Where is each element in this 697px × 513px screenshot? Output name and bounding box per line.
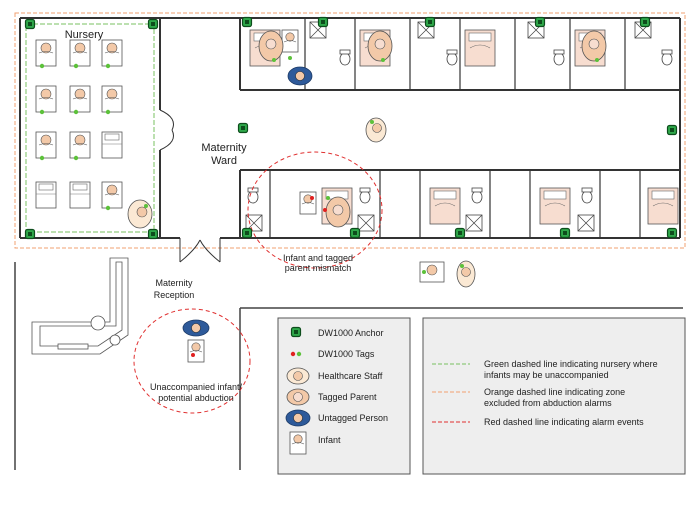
legend-label-infant: Infant: [318, 435, 341, 445]
reception-desk: [31, 257, 129, 355]
legend-label-anchor: DW1000 Anchor: [318, 328, 384, 338]
ward-entry-door: [179, 238, 221, 263]
reception-label-line2: Reception: [154, 290, 195, 300]
ward-label-line2: Ward: [211, 155, 237, 167]
excluded-zone-boundary: [14, 12, 686, 249]
ward-label-line1: Maternity: [201, 142, 247, 154]
mismatch-label-line1: Infant and tagged: [283, 253, 353, 263]
mismatch-alarm-circle: [247, 151, 383, 269]
nursery-zone-boundary: [25, 23, 155, 233]
abduction-alarm-circle: [133, 308, 251, 414]
legend-label-tags: DW1000 Tags: [318, 349, 375, 359]
abduction-label-line1: Unaccompanied infant/: [150, 382, 243, 392]
tags-icon: [290, 351, 302, 357]
bottom-patient-rooms: [269, 170, 641, 238]
legend-label-untagged: Untagged Person: [318, 413, 388, 423]
mismatch-label-line2: parent mismatch: [285, 263, 352, 273]
orange-line-text-1: Orange dashed line indicating zone: [484, 387, 625, 397]
corridor-people: [419, 260, 476, 288]
tagged-parent-icon: [286, 388, 310, 406]
bottom-room-furniture: [245, 187, 679, 232]
red-line-text: Red dashed line indicating alarm events: [484, 417, 644, 427]
building-walls: [19, 17, 681, 239]
infant-icon: [289, 431, 307, 455]
legend-label-staff: Healthcare Staff: [318, 371, 383, 381]
abduction-label-line2: potential abduction: [158, 393, 234, 403]
untagged-person-icon: [285, 409, 311, 427]
nursery-staff: [127, 199, 153, 229]
symbol-legend: DW1000 Anchor DW1000 Tags Healthcare Sta…: [277, 317, 411, 475]
reception-walls: [14, 262, 683, 470]
top-room-furniture: [249, 21, 673, 143]
nursery-label: Nursery: [65, 29, 104, 41]
green-line-text-2: infants may be unaccompanied: [484, 370, 609, 380]
green-line-text-1: Green dashed line indicating nursery whe…: [484, 359, 658, 369]
reception-label-line1: Maternity: [155, 278, 193, 288]
legend-label-parent: Tagged Parent: [318, 392, 377, 402]
nursery-beds: [35, 39, 123, 211]
anchor-icon: [290, 326, 302, 338]
nursery-door: [159, 109, 174, 151]
abduction-scene: [182, 319, 210, 363]
top-patient-rooms: [304, 18, 626, 90]
line-legend: Green dashed line indicating nursery whe…: [422, 317, 686, 475]
healthcare-staff-icon: [286, 367, 310, 385]
orange-line-text-2: excluded from abduction alarms: [484, 398, 612, 408]
